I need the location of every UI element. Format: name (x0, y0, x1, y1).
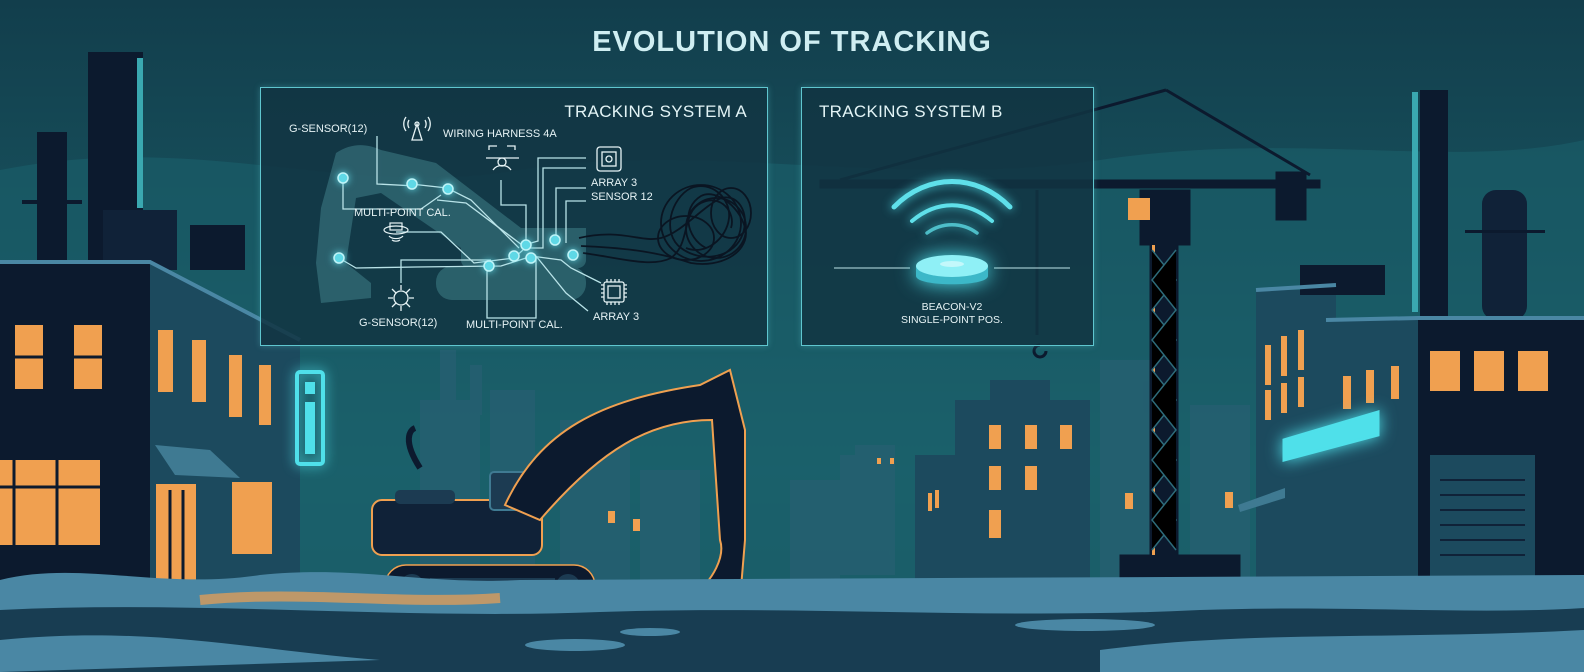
chip-icon (601, 279, 627, 305)
label-wiring-harness: WIRING HARNESS 4A (443, 128, 557, 140)
label-sensor-12: SENSOR 12 (591, 191, 653, 203)
rotating-beacon-icon (383, 222, 409, 242)
beacon-label: BEACON-V2 SINGLE-POINT POS. (897, 301, 1007, 327)
tracking-system-b-title: TRACKING SYSTEM B (819, 102, 1003, 121)
label-g-sensor-bottom: G-SENSOR(12) (359, 317, 438, 329)
page-title: EVOLUTION OF TRACKING (592, 26, 992, 58)
label-multi-point-bottom: MULTI-POINT CAL. (466, 319, 563, 331)
tracking-system-a-panel: TRACKING SYSTEM A G-SENSOR(12) WIRING HA… (260, 87, 768, 346)
beacon-puck-icon (916, 255, 988, 285)
label-multi-point-top: MULTI-POINT CAL. (354, 207, 451, 219)
beacon-model: BEACON-V2 (921, 301, 983, 313)
camera-module-icon (596, 146, 622, 172)
beacon-description: SINGLE-POINT POS. (901, 314, 1003, 326)
beacon-diagram (834, 179, 1070, 285)
tracking-system-b-panel: TRACKING SYSTEM B BEACON-V2 SINGLE-POINT… (801, 87, 1094, 346)
antenna-icon (403, 116, 431, 141)
label-array-3-bottom: ARRAY 3 (593, 311, 640, 323)
level-gauge-icon (486, 145, 519, 171)
excavator-wiring-diagram (316, 116, 752, 319)
sun-sensor-icon (388, 285, 414, 311)
wireless-signal-icon (891, 179, 1013, 235)
label-g-sensor-top: G-SENSOR(12) (289, 123, 368, 135)
tracking-system-a-title: TRACKING SYSTEM A (564, 102, 747, 121)
label-array-3-top: ARRAY 3 (591, 177, 638, 189)
